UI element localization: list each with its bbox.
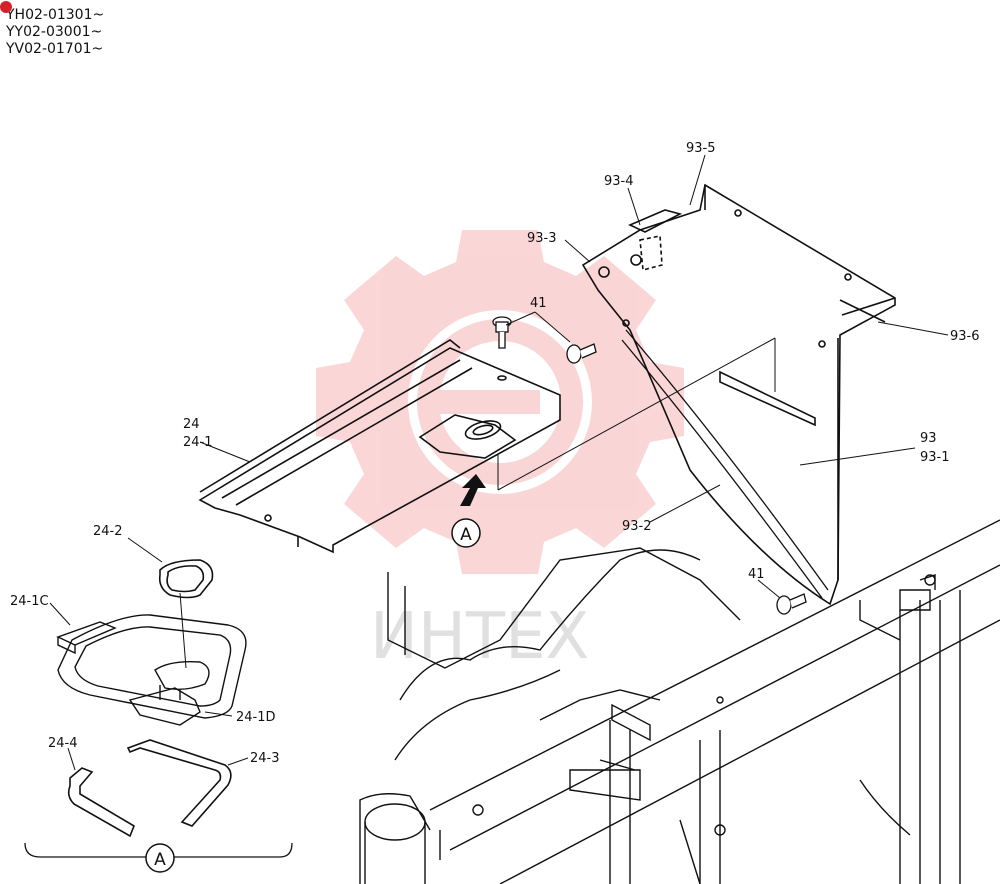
detail-marker-label: A (460, 525, 472, 545)
red-marker-icon (0, 1, 12, 13)
frame-24-1c (56, 614, 247, 726)
seal-strip-93-2 (621, 329, 829, 599)
leader-lines (49, 154, 949, 771)
watermark-text: ИНТЕХ (370, 600, 589, 674)
watermark-gear-icon (316, 230, 684, 574)
cover-24 (198, 339, 561, 554)
arrow-up-icon (460, 474, 486, 506)
part-label-24-4: 24-4 (48, 736, 78, 751)
part-label-93: 93 (920, 431, 937, 446)
part-label-93-4: 93-4 (604, 174, 634, 189)
part-label-24-3: 24-3 (250, 751, 280, 766)
bolt-icon (776, 593, 807, 615)
part-label-93-6: 93-6 (950, 329, 980, 344)
serial-number: YV02-01701~ (6, 41, 104, 57)
part-label-93-1: 93-1 (920, 450, 950, 465)
detail-marker-circle (145, 843, 175, 873)
seal-24-3 (126, 739, 232, 827)
part-label-93-3: 93-3 (527, 231, 557, 246)
part-label-93-2: 93-2 (622, 519, 652, 534)
part-label-24: 24 (183, 417, 200, 432)
bolt-icon (566, 343, 597, 364)
grommet-24-2 (158, 559, 214, 599)
detail-marker-label: A (154, 850, 166, 870)
part-label-93-5: 93-5 (686, 141, 716, 156)
seal-24-4 (67, 767, 135, 838)
part-label-24-2: 24-2 (93, 524, 123, 539)
serial-number-list: YH02-01301~ YY02-03001~ YV02-01701~ (0, 1, 105, 58)
part-label-24-1d: 24-1D (236, 710, 276, 725)
serial-number: YH02-01301~ (6, 7, 105, 23)
serial-number: YY02-03001~ (6, 24, 103, 40)
part-label-24-1: 24-1 (183, 435, 213, 450)
machine-frame (359, 519, 1000, 884)
part-label-41: 41 (530, 296, 547, 311)
hidden-lines (497, 337, 776, 491)
part-label-41: 41 (748, 567, 765, 582)
part-label-24-1c: 24-1C (10, 594, 49, 609)
detail-marker-circle (451, 518, 481, 548)
